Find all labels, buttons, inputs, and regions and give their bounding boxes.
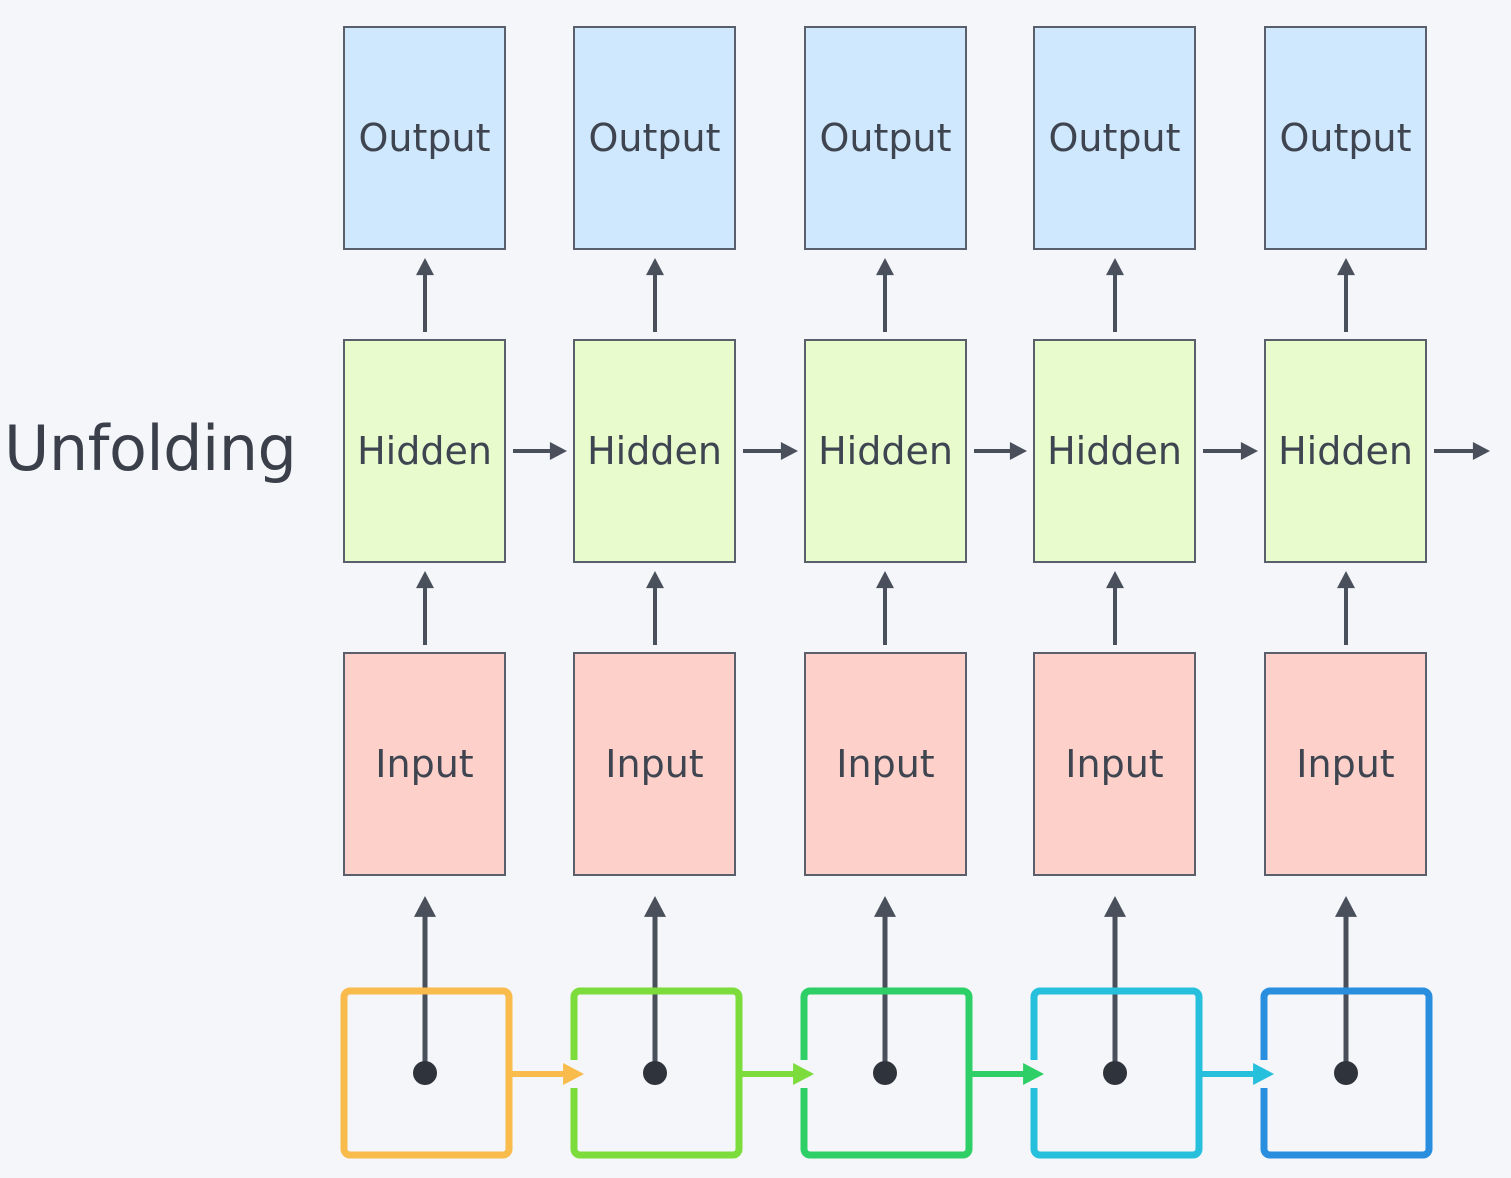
- hidden-label: Hidden: [357, 429, 492, 473]
- output-label: Output: [1279, 116, 1412, 160]
- output-label: Output: [819, 116, 952, 160]
- hidden-to-output-arrow-head: [876, 258, 894, 276]
- sequence-to-input-arrow-head: [874, 896, 896, 917]
- input-label: Input: [1296, 742, 1395, 786]
- sequence-to-input-arrow-head: [1104, 896, 1126, 917]
- input-box: Input: [1264, 652, 1427, 876]
- recurrent-arrow-head: [780, 442, 798, 460]
- hidden-to-output-arrow-head: [1337, 258, 1355, 276]
- sequence-link-arrow-head: [1023, 1063, 1044, 1085]
- output-box: Output: [573, 26, 736, 250]
- sequence-node-dot: [643, 1061, 667, 1085]
- input-box: Input: [343, 652, 506, 876]
- input-to-hidden-arrow-head: [1106, 571, 1124, 589]
- output-label: Output: [358, 116, 491, 160]
- hidden-label: Hidden: [587, 429, 722, 473]
- hidden-to-output-arrow-head: [1106, 258, 1124, 276]
- sequence-node-dot: [873, 1061, 897, 1085]
- diagram-heading: Unfolding: [4, 412, 297, 485]
- output-box: Output: [343, 26, 506, 250]
- hidden-box: Hidden: [1264, 339, 1427, 563]
- hidden-label: Hidden: [1278, 429, 1413, 473]
- input-box: Input: [804, 652, 967, 876]
- sequence-node-dot: [1103, 1061, 1127, 1085]
- recurrent-arrow-head: [1472, 442, 1490, 460]
- hidden-box: Hidden: [1033, 339, 1196, 563]
- hidden-to-output-arrow-head: [646, 258, 664, 276]
- sequence-node-dot: [1334, 1061, 1358, 1085]
- output-box: Output: [1033, 26, 1196, 250]
- recurrent-arrow-head: [1240, 442, 1258, 460]
- sequence-link-arrow-head: [563, 1063, 584, 1085]
- output-label: Output: [1048, 116, 1181, 160]
- hidden-label: Hidden: [1047, 429, 1182, 473]
- hidden-box: Hidden: [804, 339, 967, 563]
- sequence-to-input-arrow-head: [1335, 896, 1357, 917]
- input-box: Input: [573, 652, 736, 876]
- recurrent-arrow-head: [1009, 442, 1027, 460]
- output-label: Output: [588, 116, 721, 160]
- sequence-link-arrow-head: [793, 1063, 814, 1085]
- sequence-node-dot: [413, 1061, 437, 1085]
- hidden-to-output-arrow-head: [416, 258, 434, 276]
- recurrent-arrow-head: [549, 442, 567, 460]
- sequence-link-arrow-head: [1253, 1063, 1274, 1085]
- hidden-label: Hidden: [818, 429, 953, 473]
- input-to-hidden-arrow-head: [876, 571, 894, 589]
- output-box: Output: [1264, 26, 1427, 250]
- sequence-to-input-arrow-head: [414, 896, 436, 917]
- input-to-hidden-arrow-head: [1337, 571, 1355, 589]
- sequence-to-input-arrow-head: [644, 896, 666, 917]
- input-to-hidden-arrow-head: [646, 571, 664, 589]
- hidden-box: Hidden: [573, 339, 736, 563]
- input-label: Input: [1065, 742, 1164, 786]
- output-box: Output: [804, 26, 967, 250]
- input-box: Input: [1033, 652, 1196, 876]
- hidden-box: Hidden: [343, 339, 506, 563]
- input-to-hidden-arrow-head: [416, 571, 434, 589]
- input-label: Input: [375, 742, 474, 786]
- input-label: Input: [836, 742, 935, 786]
- input-label: Input: [605, 742, 704, 786]
